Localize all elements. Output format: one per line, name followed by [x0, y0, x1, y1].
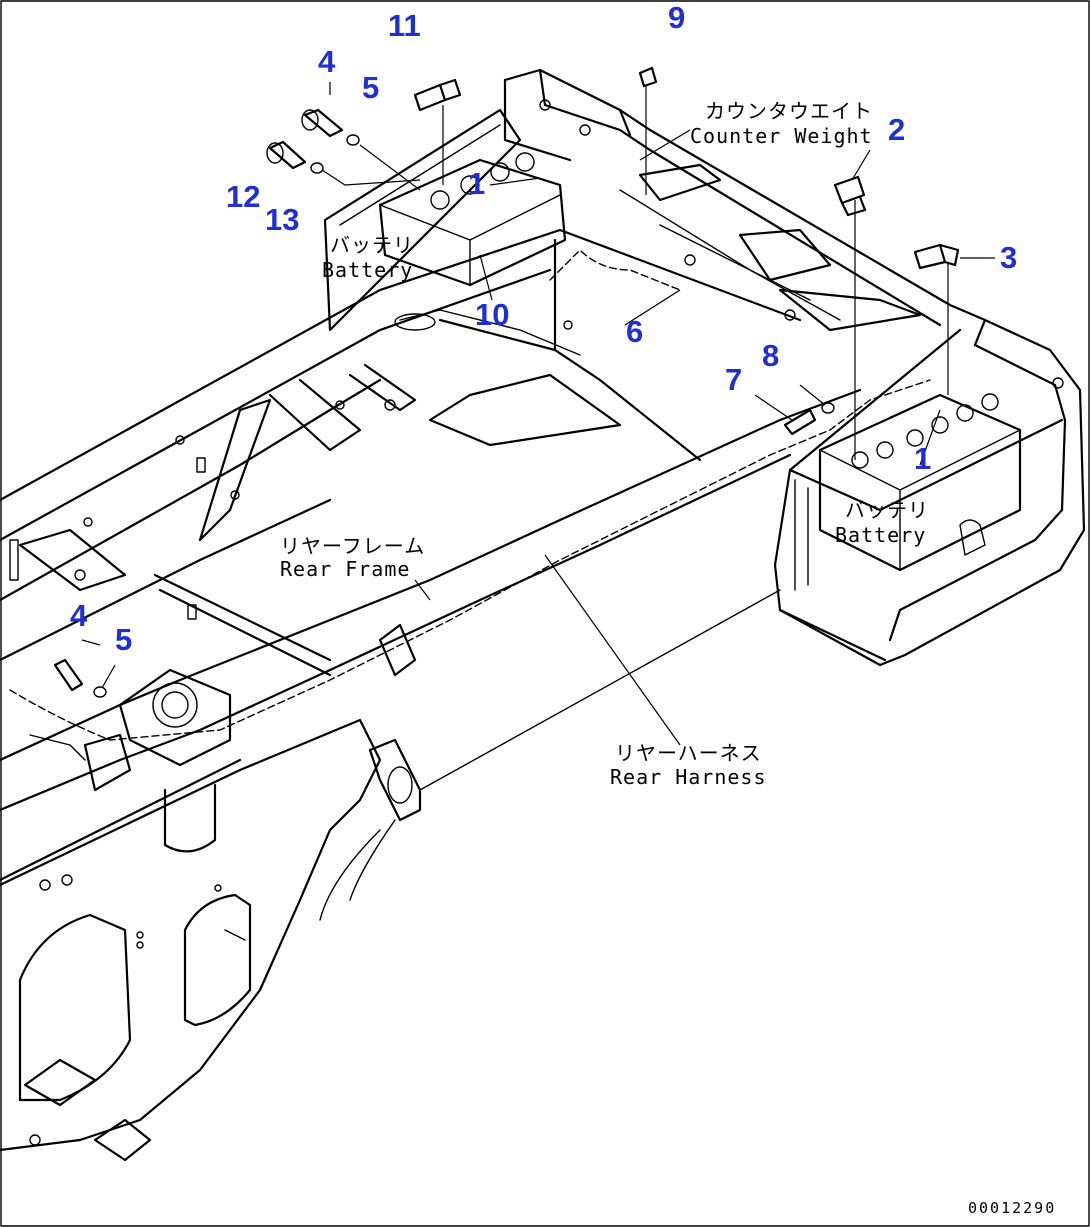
callout-10: 10: [475, 297, 509, 332]
rear-frame-label-jp: リヤーフレーム: [280, 534, 425, 558]
callout-13: 13: [265, 202, 299, 237]
callout-11: 11: [388, 8, 421, 43]
callout-2: 2: [888, 112, 905, 147]
battery-left-label-jp: バッテリ: [330, 233, 414, 257]
battery-right-label-jp: バッテリ: [845, 498, 929, 522]
part-labels: カウンタウエイト Counter Weight バッテリ Battery バッテ…: [280, 99, 1056, 1217]
loose-parts: [53, 66, 960, 698]
rear-harness-label-en: Rear Harness: [610, 765, 767, 789]
callout-7: 7: [725, 362, 742, 397]
callout-12: 12: [226, 179, 260, 214]
callout-3: 3: [1000, 240, 1017, 275]
rear-frame-label-en: Rear Frame: [280, 557, 410, 581]
callout-5-bottom: 5: [115, 622, 132, 657]
counter-weight-label-en: Counter Weight: [690, 124, 873, 148]
callout-5-top: 5: [362, 70, 379, 105]
counter-weight-drawing: [323, 68, 1086, 667]
battery-left-label-en: Battery: [322, 258, 413, 282]
callout-8: 8: [762, 338, 779, 373]
callout-4-bottom: 4: [70, 598, 88, 633]
leader-lines: [81, 82, 995, 746]
rear-harness-label-jp: リヤーハーネス: [615, 741, 762, 765]
counter-weight-label-jp: カウンタウエイト: [705, 99, 873, 123]
callouts: 11 9 4 5 2 1 12 13 3 10 6 8 7 1 4 5: [70, 0, 1017, 657]
battery-right-label-en: Battery: [835, 523, 926, 547]
rear-frame-drawing: [0, 228, 862, 1162]
callout-4-top: 4: [318, 44, 336, 79]
drawing-number: 00012290: [968, 1199, 1056, 1217]
callout-1-left: 1: [468, 166, 485, 201]
rear-harness-drawing: [9, 249, 931, 792]
callout-9: 9: [668, 0, 685, 35]
callout-1-right: 1: [914, 441, 931, 476]
callout-6: 6: [626, 314, 643, 349]
